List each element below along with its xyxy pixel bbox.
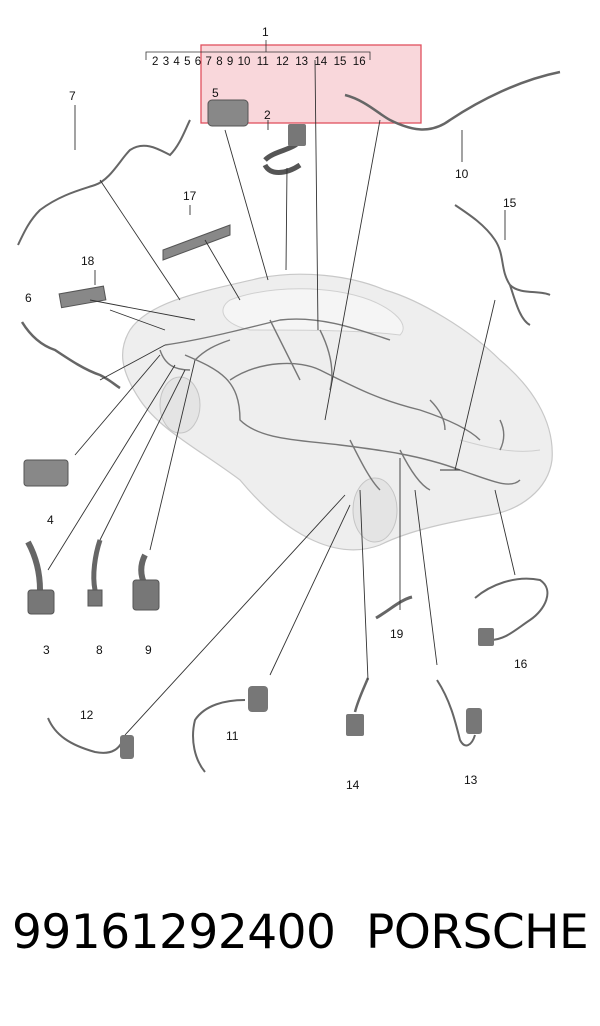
brand-name: PORSCHE (366, 905, 589, 960)
leader-lines (47, 59, 516, 736)
label-19: 19 (390, 627, 404, 641)
label-14: 14 (346, 778, 360, 792)
part-16-harness (474, 577, 549, 646)
label-18: 18 (81, 254, 95, 268)
group-item-5: 5 (184, 56, 190, 68)
label-9: 9 (145, 643, 152, 657)
car-body (122, 273, 553, 551)
part-5-control-unit (207, 99, 249, 127)
part-14-sensor (346, 677, 370, 736)
part-4-sensor (23, 459, 69, 487)
label-1: 1 (262, 25, 269, 39)
part-18-connector (58, 285, 107, 309)
part-19-harness (375, 595, 413, 620)
label-16: 16 (514, 657, 528, 671)
label-12: 12 (80, 708, 94, 722)
part-2-harness (262, 124, 306, 175)
part-7-harness (17, 119, 191, 246)
label-2: 2 (264, 108, 271, 122)
group-item-4: 4 (173, 56, 180, 68)
footer: 99161292400 PORSCHE (0, 905, 600, 995)
main-harness (159, 318, 521, 491)
part-13-harness (436, 679, 482, 747)
part-17-connectors (162, 224, 231, 261)
label-11: 11 (226, 729, 239, 743)
group-item-9: 9 (227, 56, 233, 68)
group-item-11: 11 (257, 56, 269, 68)
label-13: 13 (464, 773, 478, 787)
label-3: 3 (43, 643, 50, 657)
group-item-12: 12 (276, 56, 289, 68)
part-number: 99161292400 (12, 905, 336, 960)
part-3-plug (25, 540, 55, 615)
label-15: 15 (503, 196, 517, 210)
part-15-harness (454, 204, 551, 326)
group-item-8: 8 (216, 56, 222, 68)
part-6-harness (20, 321, 121, 390)
group-bracket (145, 40, 371, 60)
part-11-harness (192, 686, 268, 773)
label-4: 4 (47, 513, 54, 527)
group-item-15: 15 (334, 56, 347, 68)
part-9-plug (132, 553, 160, 611)
group-item-16: 16 (353, 56, 366, 68)
part-10-harness (344, 70, 561, 131)
part-12-harness (47, 717, 134, 759)
group-item-13: 13 (295, 56, 308, 68)
label-8: 8 (96, 643, 103, 657)
part-8-plug (87, 539, 103, 607)
group-item-14: 14 (314, 56, 327, 68)
group-item-7: 7 (206, 56, 212, 68)
label-10: 10 (455, 167, 469, 181)
label-5: 5 (212, 86, 219, 100)
group-item-3: 3 (163, 56, 169, 68)
label-7: 7 (69, 89, 76, 103)
group-item-2: 2 (152, 56, 158, 68)
label-17: 17 (183, 189, 197, 203)
group-item-10: 10 (238, 56, 251, 68)
label-6: 6 (25, 291, 32, 305)
group-item-6: 6 (195, 56, 201, 68)
